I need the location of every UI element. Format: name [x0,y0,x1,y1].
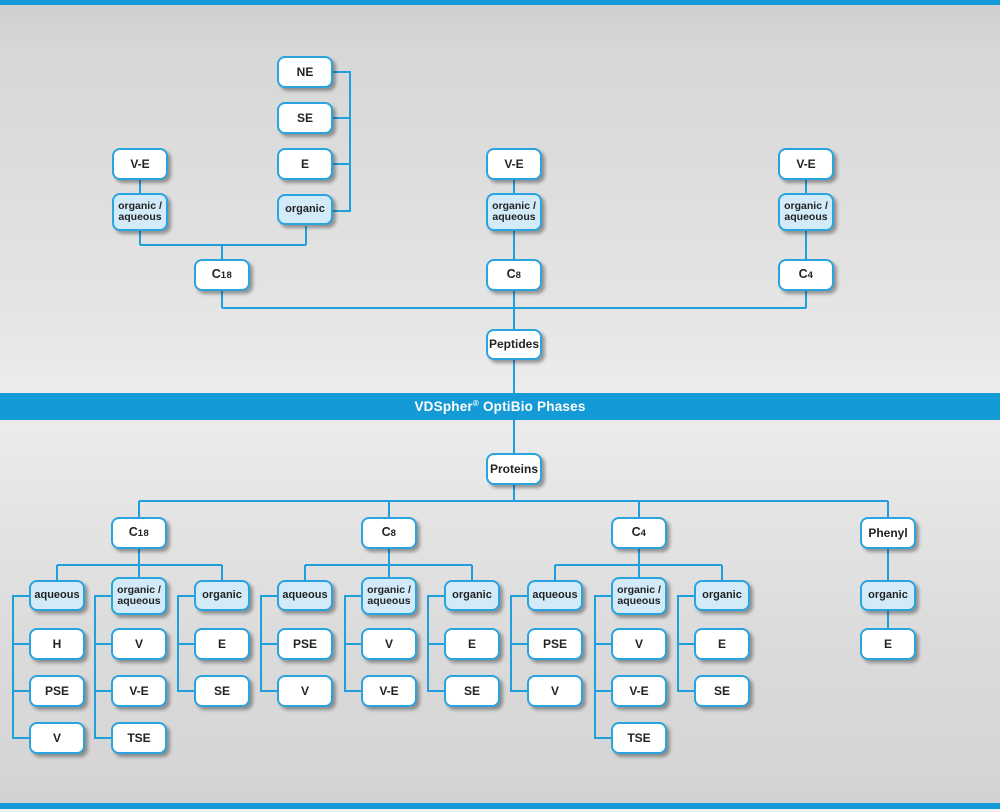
leaf-pse-c8: PSE [277,628,333,660]
box-organic-c4: organic [694,580,750,611]
box-proteins: Proteins [486,453,542,485]
box-organic-phenyl: organic [860,580,916,611]
leaf-ve-orgaq-c4: V-E [611,675,667,707]
top-accent-strip [0,0,1000,5]
box-orgaq-c18: organic / aqueous [111,577,167,615]
box-aqueous-c18: aqueous [29,580,85,611]
leaf-v-c8: V [277,675,333,707]
box-orgaq-c4: organic / aqueous [611,577,667,615]
box-e-peptides: E [277,148,333,180]
box-ve-c4-peptides: V-E [778,148,834,180]
bottom-footer-strip [0,809,1000,812]
box-phenyl-proteins: Phenyl [860,517,916,549]
box-orgaq-c8: organic / aqueous [361,577,417,615]
box-orgaq-c18-peptides: organic / aqueous [112,193,168,231]
box-aqueous-c8: aqueous [277,580,333,611]
leaf-v-c18: V [29,722,85,754]
leaf-pse-c18: PSE [29,675,85,707]
leaf-se-organic-c18: SE [194,675,250,707]
leaf-tse-orgaq-c4: TSE [611,722,667,754]
leaf-tse-orgaq-c18: TSE [111,722,167,754]
box-aqueous-c4: aqueous [527,580,583,611]
box-ve-c8-peptides: V-E [486,148,542,180]
box-c18-peptides: C18 [194,259,250,291]
box-organic-c8: organic [444,580,500,611]
leaf-h-c18: H [29,628,85,660]
box-organic-c18: organic [194,580,250,611]
leaf-ve-orgaq-c18: V-E [111,675,167,707]
box-orgaq-c8-peptides: organic / aqueous [486,193,542,231]
leaf-ve-orgaq-c8: V-E [361,675,417,707]
leaf-v-orgaq-c8: V [361,628,417,660]
banner-title: VDSpher® OptiBio Phases [414,399,586,414]
box-c8-proteins: C8 [361,517,417,549]
box-organic-peptides: organic [277,194,333,225]
leaf-e-organic-c8: E [444,628,500,660]
box-orgaq-c4-peptides: organic / aqueous [778,193,834,231]
leaf-e-organic-c18: E [194,628,250,660]
leaf-v-orgaq-c4: V [611,628,667,660]
box-ne: NE [277,56,333,88]
leaf-v-orgaq-c18: V [111,628,167,660]
box-c4-proteins: C4 [611,517,667,549]
leaf-pse-c4: PSE [527,628,583,660]
leaf-e-phenyl: E [860,628,916,660]
banner: VDSpher® OptiBio Phases [0,393,1000,420]
box-peptides: Peptides [486,329,542,360]
box-c4-peptides: C4 [778,259,834,291]
bottom-accent-strip [0,803,1000,809]
leaf-v-c4: V [527,675,583,707]
box-c18-proteins: C18 [111,517,167,549]
registered-mark: ® [472,399,479,408]
box-c8-peptides: C8 [486,259,542,291]
leaf-se-organic-c4: SE [694,675,750,707]
box-ve-c18-peptides: V-E [112,148,168,180]
box-se: SE [277,102,333,134]
leaf-e-organic-c4: E [694,628,750,660]
leaf-se-organic-c8: SE [444,675,500,707]
